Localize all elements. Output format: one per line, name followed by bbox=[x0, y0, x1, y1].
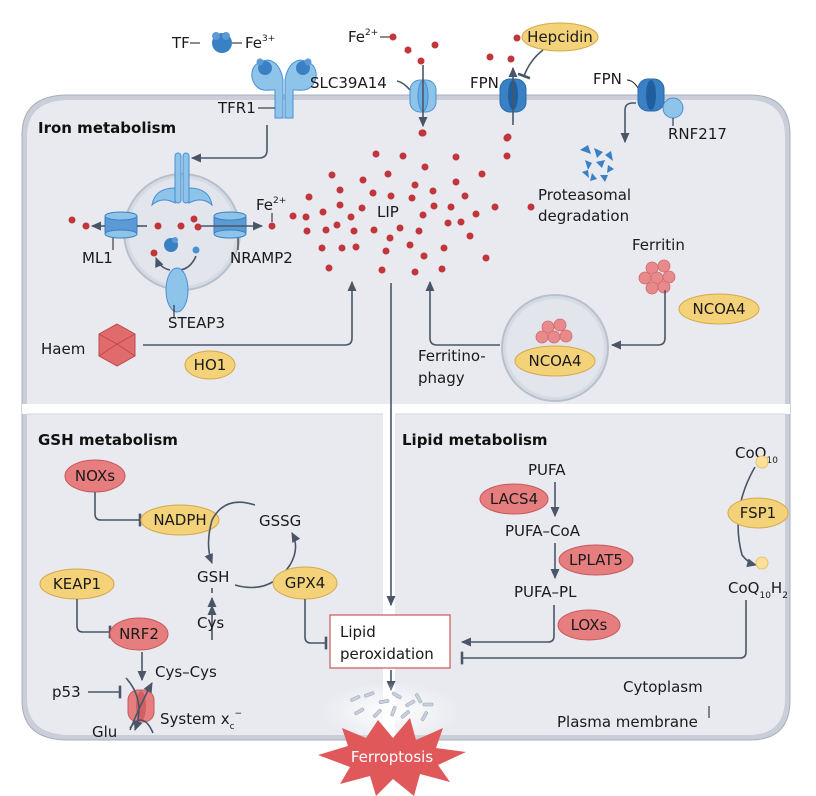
glutathione-cycle bbox=[204, 501, 301, 589]
loxs-pill bbox=[557, 609, 621, 641]
ncoa4-lysosome-pill bbox=[514, 345, 596, 377]
ncoa4-lysosome-label: NCOA4 bbox=[528, 352, 581, 370]
panel-title-gsh: GSH metabolism bbox=[38, 431, 178, 449]
lacs4-label: LACS4 bbox=[490, 490, 538, 508]
fpn-label-2: FPN bbox=[593, 70, 622, 88]
proteasomal-label-2: degradation bbox=[538, 207, 629, 225]
lplat5-label: LPLAT5 bbox=[569, 551, 623, 569]
pufa-pl-label: PUFA–PL bbox=[514, 583, 577, 601]
tfr1-internalized-icon bbox=[151, 152, 213, 207]
haem-icon bbox=[98, 323, 136, 367]
glu-label: Glu bbox=[92, 723, 117, 741]
hepcidin-pill bbox=[521, 22, 599, 52]
gsh-label: GSH bbox=[197, 568, 229, 586]
pufa-coa-label: PUFA–CoA bbox=[505, 522, 581, 540]
panel-title-iron: Iron metabolism bbox=[38, 119, 176, 137]
keap1-label: KEAP1 bbox=[53, 575, 101, 593]
ferroptosis-burst bbox=[318, 718, 466, 796]
proteasome-fragments-icon bbox=[580, 145, 614, 182]
ncoa4-free-label: NCOA4 bbox=[692, 300, 745, 318]
p53-label: p53 bbox=[52, 683, 81, 701]
ferritin-icon bbox=[638, 259, 676, 295]
fsp1-pill bbox=[727, 497, 789, 529]
rnf217-icon bbox=[662, 97, 684, 119]
loxs-label: LOXs bbox=[571, 616, 608, 634]
labile-iron-pool-particles bbox=[289, 129, 535, 276]
membrane-fragments-icon bbox=[350, 691, 434, 722]
cys-label: Cys bbox=[197, 614, 224, 632]
fe2-endosome-label: Fe2+ bbox=[256, 196, 286, 214]
steap3-icon bbox=[165, 267, 189, 313]
tf-label: TF bbox=[171, 34, 190, 52]
panel-divider-horizontal bbox=[22, 404, 790, 414]
fe2-extracellular-label: Fe2+ bbox=[348, 28, 378, 46]
coq10h2-label: CoQ10H2 bbox=[728, 579, 788, 601]
haem-label: Haem bbox=[41, 340, 85, 358]
lacs4-pill bbox=[479, 483, 549, 515]
ferritin-in-lysosome-icon bbox=[535, 318, 573, 344]
rnf217-label: RNF217 bbox=[668, 125, 727, 143]
pufa-label: PUFA bbox=[528, 461, 566, 479]
plasma-membrane-label: Plasma membrane bbox=[557, 713, 698, 731]
lip-label: LIP bbox=[377, 203, 399, 221]
noxs-label: NOXs bbox=[75, 467, 115, 485]
nrf2-label: NRF2 bbox=[119, 625, 159, 643]
ferritin-label: Ferritin bbox=[632, 236, 685, 254]
ferritinophagy-label-2: phagy bbox=[418, 369, 465, 387]
fpn-channel-icon-2 bbox=[637, 78, 665, 112]
gssg-label: GSSG bbox=[259, 512, 301, 530]
nadph-label: NADPH bbox=[153, 511, 206, 529]
steap3-label: STEAP3 bbox=[168, 314, 225, 332]
lipid-peroxidation-label-1: Lipid bbox=[340, 623, 376, 641]
nramp2-label: NRAMP2 bbox=[230, 249, 293, 267]
coq10h2-icon bbox=[755, 556, 769, 570]
ferroptosis-label: Ferroptosis bbox=[351, 748, 434, 766]
ncoa4-free-pill bbox=[678, 293, 760, 325]
tfr1-label: TFR1 bbox=[217, 99, 256, 117]
ml1-channel-icon bbox=[104, 211, 138, 239]
panel-title-lipid: Lipid metabolism bbox=[402, 431, 548, 449]
lplat5-pill bbox=[558, 544, 634, 576]
proteasomal-label-1: Proteasomal bbox=[538, 186, 631, 204]
ho1-label: HO1 bbox=[194, 356, 227, 374]
ml1-label: ML1 bbox=[82, 249, 113, 267]
lipid-peroxidation-box bbox=[329, 614, 451, 669]
nramp2-channel-icon bbox=[213, 211, 247, 239]
transferrin-complex: TF Fe3+ bbox=[171, 32, 275, 53]
endosome-iron-particles bbox=[68, 215, 202, 257]
lipid-peroxidation-label-2: peroxidation bbox=[340, 645, 434, 663]
system-xc-label: System xc− bbox=[160, 709, 242, 732]
fpn-label-1: FPN bbox=[470, 74, 499, 92]
coq10-icon bbox=[755, 455, 769, 469]
ferritinophagy-label-1: Ferritino- bbox=[418, 347, 486, 365]
system-xc-transporter-icon bbox=[125, 677, 155, 734]
cys-cys-label: Cys–Cys bbox=[155, 663, 217, 681]
nrf2-pill bbox=[109, 617, 169, 651]
hepcidin-label: Hepcidin bbox=[527, 28, 593, 46]
cytoplasm-label: Cytoplasm bbox=[623, 678, 703, 696]
fsp1-label: FSP1 bbox=[740, 504, 776, 522]
nadph-pill bbox=[140, 504, 220, 536]
ho1-pill bbox=[184, 350, 236, 380]
gpx4-label: GPX4 bbox=[285, 574, 326, 592]
tfr1-receptor-icon bbox=[251, 58, 317, 119]
slc39a14-label: SLC39A14 bbox=[310, 74, 387, 92]
fe3-label: Fe3+ bbox=[245, 34, 275, 52]
